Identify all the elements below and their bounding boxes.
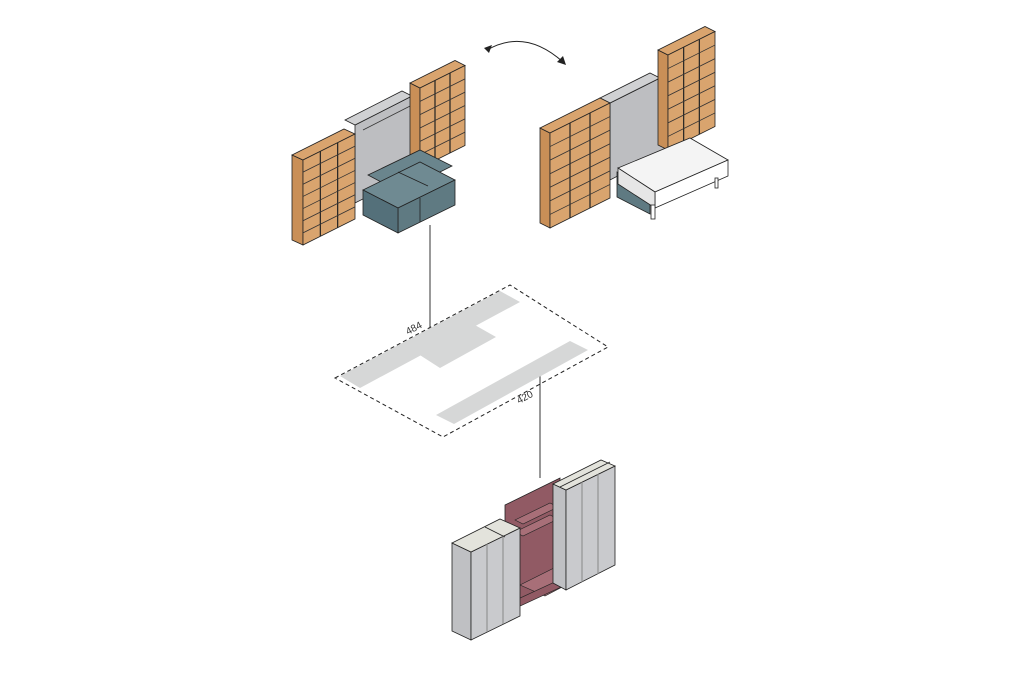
bookcase-side: [291, 154, 304, 246]
bed-configuration: [539, 26, 729, 229]
bookcase-shelf: [419, 91, 466, 116]
bookcase-shelf: [667, 44, 716, 69]
bookcase-shelf: [302, 170, 356, 197]
bed-leg: [650, 204, 656, 220]
floor-block-sofa: [412, 320, 496, 368]
bookcase-shelf: [302, 206, 356, 234]
width-dimension-label: 420: [515, 389, 535, 407]
bookcase-shelf: [419, 118, 466, 142]
bookcase-shelf: [667, 85, 716, 110]
bookcase-shelf: [667, 112, 716, 137]
floor-strip-back: [340, 291, 520, 388]
bookcase-side: [539, 127, 551, 229]
bookcase-side: [657, 49, 669, 151]
bookcase-shelf: [302, 145, 356, 173]
bookcase-shelf: [419, 105, 466, 129]
wardrobe-left-top: [451, 518, 521, 553]
sofa-side: [362, 189, 399, 234]
bookcase-shelf: [549, 116, 611, 147]
floor-strip-front: [436, 341, 588, 424]
bookcase-shelf: [549, 143, 611, 175]
bookcase-shelf: [549, 156, 611, 188]
rotation-arrow-icon: [484, 40, 566, 65]
bookcase-shelf: [419, 78, 466, 102]
bookcase-shelf: [302, 182, 356, 209]
bookcase-shelf: [549, 170, 611, 202]
wall-bed-panel-top: [344, 90, 413, 126]
wardrobe-left-side: [451, 542, 472, 641]
floor-plan: 484 420: [333, 284, 609, 438]
bookcase-shelf: [302, 157, 356, 185]
bookcase-shelf: [667, 71, 716, 97]
bed-leg: [714, 177, 719, 189]
wardrobe-configuration: [451, 459, 616, 641]
bookcase-shelf: [667, 58, 716, 83]
bookcase-shelf: [667, 98, 716, 124]
bookcase-shelf: [419, 131, 466, 156]
bookcase-shelf: [302, 194, 356, 222]
sofa-configuration: [291, 60, 466, 246]
wardrobe-right-side: [552, 483, 567, 591]
sofa-cushion-split: [397, 171, 429, 187]
bookcase-shelf: [549, 129, 611, 161]
connector-lines: [429, 225, 541, 478]
bookcase-shelf: [549, 184, 611, 215]
